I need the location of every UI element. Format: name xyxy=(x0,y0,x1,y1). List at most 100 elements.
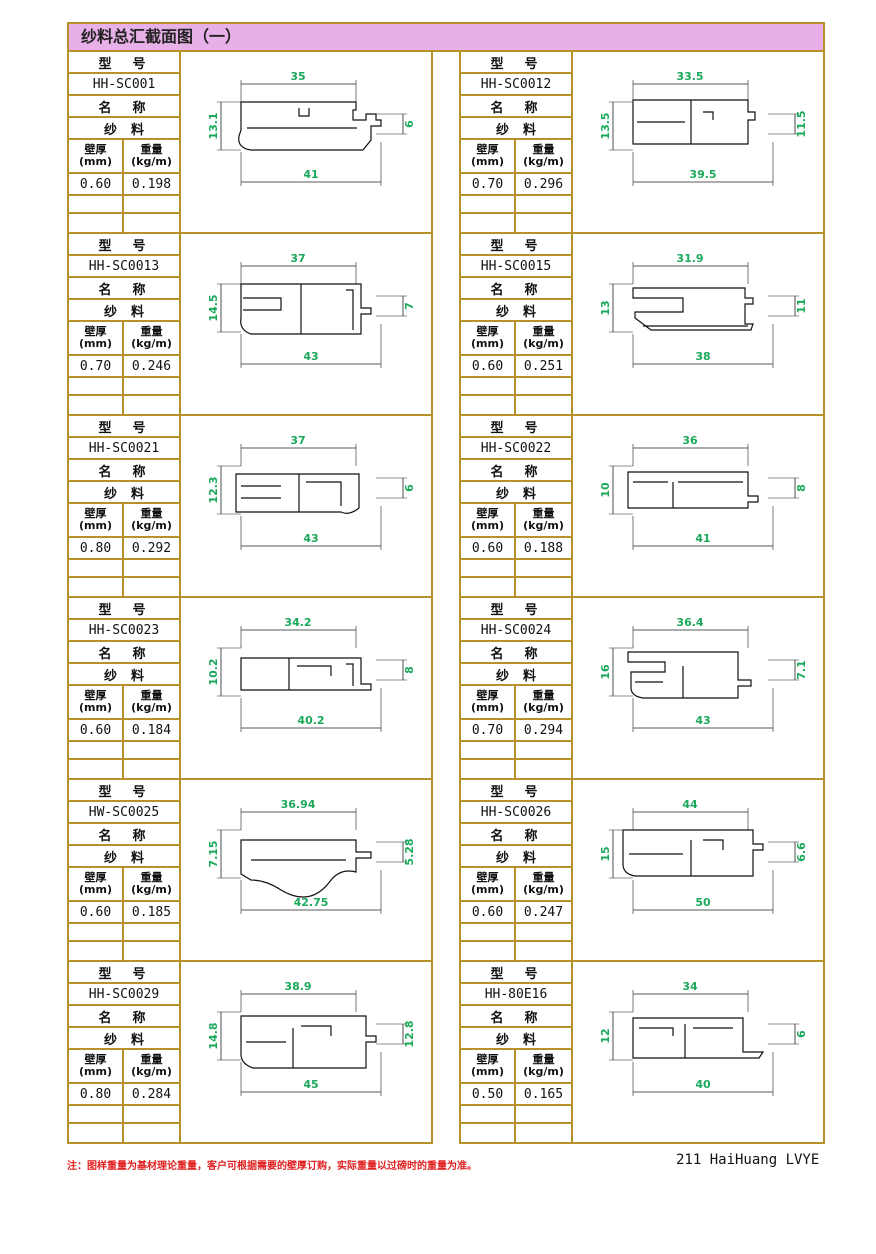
wall-header: 壁厚(mm) xyxy=(461,322,516,354)
spec-table: 型 号 HH-SC0013 名 称 纱料 壁厚(mm) 重量(kg/m) 0.7… xyxy=(69,234,181,414)
profile-drawing: 34.2 40.2 10.2 8 xyxy=(181,598,431,778)
wall-header: 壁厚(mm) xyxy=(461,1050,516,1082)
empty-row xyxy=(461,1106,571,1124)
profile-card: 型 号 HH-80E16 名 称 纱料 壁厚(mm) 重量(kg/m) 0.50… xyxy=(459,962,825,1144)
profile-drawing: 36.4 43 16 7.1 xyxy=(573,598,823,778)
profile-card: 型 号 HH-SC001 名 称 纱料 壁厚(mm) 重量(kg/m) 0.60… xyxy=(67,52,433,234)
dim-bottom: 39.5 xyxy=(689,168,716,181)
spec-table: 型 号 HH-SC0029 名 称 纱料 壁厚(mm) 重量(kg/m) 0.8… xyxy=(69,962,181,1142)
name-value: 纱料 xyxy=(69,664,179,686)
wall-header: 壁厚(mm) xyxy=(69,322,124,354)
empty-row xyxy=(461,396,571,414)
empty-row xyxy=(461,1124,571,1142)
dim-left: 7.15 xyxy=(207,840,220,867)
dim-top: 36 xyxy=(682,434,698,447)
name-header: 名 称 xyxy=(69,96,179,118)
empty-row xyxy=(461,760,571,778)
dim-left: 13.5 xyxy=(599,112,612,139)
spec-header-row: 壁厚(mm) 重量(kg/m) xyxy=(461,868,571,902)
weight-value: 0.188 xyxy=(523,540,564,556)
model-header: 型 号 xyxy=(461,416,571,438)
empty-row xyxy=(461,578,571,596)
profile-outline xyxy=(632,287,754,331)
name-header: 名 称 xyxy=(69,1006,179,1028)
name-value: 纱料 xyxy=(69,118,179,140)
model-header: 型 号 xyxy=(69,780,179,802)
profile-drawing: 34 40 12 6 xyxy=(573,962,823,1142)
empty-row xyxy=(461,924,571,942)
spec-value-row: 0.60 0.198 xyxy=(69,174,179,196)
weight-value: 0.247 xyxy=(523,904,564,920)
empty-row xyxy=(69,560,179,578)
empty-row xyxy=(461,196,571,214)
name-header: 名 称 xyxy=(69,460,179,482)
spec-header-row: 壁厚(mm) 重量(kg/m) xyxy=(69,686,179,720)
dim-top: 37 xyxy=(290,252,305,265)
spec-table: 型 号 HH-SC0021 名 称 纱料 壁厚(mm) 重量(kg/m) 0.8… xyxy=(69,416,181,596)
dim-right: 6 xyxy=(795,1030,808,1038)
model-header: 型 号 xyxy=(69,234,179,256)
model-header: 型 号 xyxy=(461,234,571,256)
dim-bottom: 38 xyxy=(695,350,710,363)
weight-value: 0.185 xyxy=(131,904,172,920)
model-value: HH-SC0012 xyxy=(461,74,571,96)
dim-right: 5.28 xyxy=(403,838,416,865)
weight-value: 0.284 xyxy=(131,1086,172,1102)
profile-drawing: 36.94 42.75 7.15 5.28 xyxy=(181,780,431,960)
dim-top: 34.2 xyxy=(284,616,311,629)
empty-row xyxy=(69,396,179,414)
dim-left: 10.2 xyxy=(207,658,220,685)
dim-left: 15 xyxy=(599,846,612,861)
spec-header-row: 壁厚(mm) 重量(kg/m) xyxy=(69,504,179,538)
dim-bottom: 43 xyxy=(303,350,318,363)
spec-value-row: 0.60 0.251 xyxy=(461,356,571,378)
spec-header-row: 壁厚(mm) 重量(kg/m) xyxy=(69,1050,179,1084)
dim-right: 8 xyxy=(795,484,808,492)
weight-header: 重量(kg/m) xyxy=(131,325,172,350)
dim-top: 37 xyxy=(290,434,305,447)
dim-right: 6 xyxy=(403,120,416,128)
name-value: 纱料 xyxy=(461,1028,571,1050)
profile-drawing: 37 43 12.3 6 xyxy=(181,416,431,596)
empty-row xyxy=(461,942,571,960)
profile-outline xyxy=(627,651,752,699)
profile-outline xyxy=(240,839,372,898)
name-header: 名 称 xyxy=(461,460,571,482)
empty-row xyxy=(461,378,571,396)
dim-right: 8 xyxy=(403,666,416,674)
wall-header: 壁厚(mm) xyxy=(461,868,516,900)
profile-card: 型 号 HH-SC0024 名 称 纱料 壁厚(mm) 重量(kg/m) 0.7… xyxy=(459,598,825,780)
spec-value-row: 0.70 0.294 xyxy=(461,720,571,742)
weight-header: 重量(kg/m) xyxy=(131,689,172,714)
empty-row xyxy=(461,214,571,232)
profile-outline xyxy=(235,473,360,514)
profile-outline xyxy=(622,829,764,877)
model-value: HH-SC0021 xyxy=(69,438,179,460)
weight-value: 0.198 xyxy=(131,176,172,192)
weight-header: 重量(kg/m) xyxy=(523,871,564,896)
empty-row xyxy=(69,378,179,396)
spec-value-row: 0.80 0.292 xyxy=(69,538,179,560)
name-value: 纱料 xyxy=(461,664,571,686)
page-number: 211 HaiHuang LVYE xyxy=(676,1152,820,1168)
name-header: 名 称 xyxy=(69,278,179,300)
model-header: 型 号 xyxy=(69,962,179,984)
model-value: HH-SC0026 xyxy=(461,802,571,824)
empty-row xyxy=(69,942,179,960)
footer-note: 注：图样重量为基材理论重量，客户可根据需要的壁厚订购，实际重量以过磅时的重量为准… xyxy=(67,1161,477,1172)
dim-bottom: 41 xyxy=(695,532,710,545)
dim-left: 16 xyxy=(599,664,612,680)
dim-left: 13 xyxy=(599,300,612,315)
weight-value: 0.294 xyxy=(523,722,564,738)
profile-drawing: 33.5 39.5 13.5 11.5 xyxy=(573,52,823,232)
empty-row xyxy=(69,578,179,596)
model-value: HH-SC0024 xyxy=(461,620,571,642)
name-value: 纱料 xyxy=(461,846,571,868)
wall-value: 0.60 xyxy=(461,902,516,922)
model-value: HH-SC0023 xyxy=(69,620,179,642)
dim-right: 6 xyxy=(403,484,416,492)
spec-header-row: 壁厚(mm) 重量(kg/m) xyxy=(461,140,571,174)
profile-card: 型 号 HH-SC0022 名 称 纱料 壁厚(mm) 重量(kg/m) 0.6… xyxy=(459,416,825,598)
spec-header-row: 壁厚(mm) 重量(kg/m) xyxy=(69,140,179,174)
dim-top: 36.94 xyxy=(281,798,316,811)
